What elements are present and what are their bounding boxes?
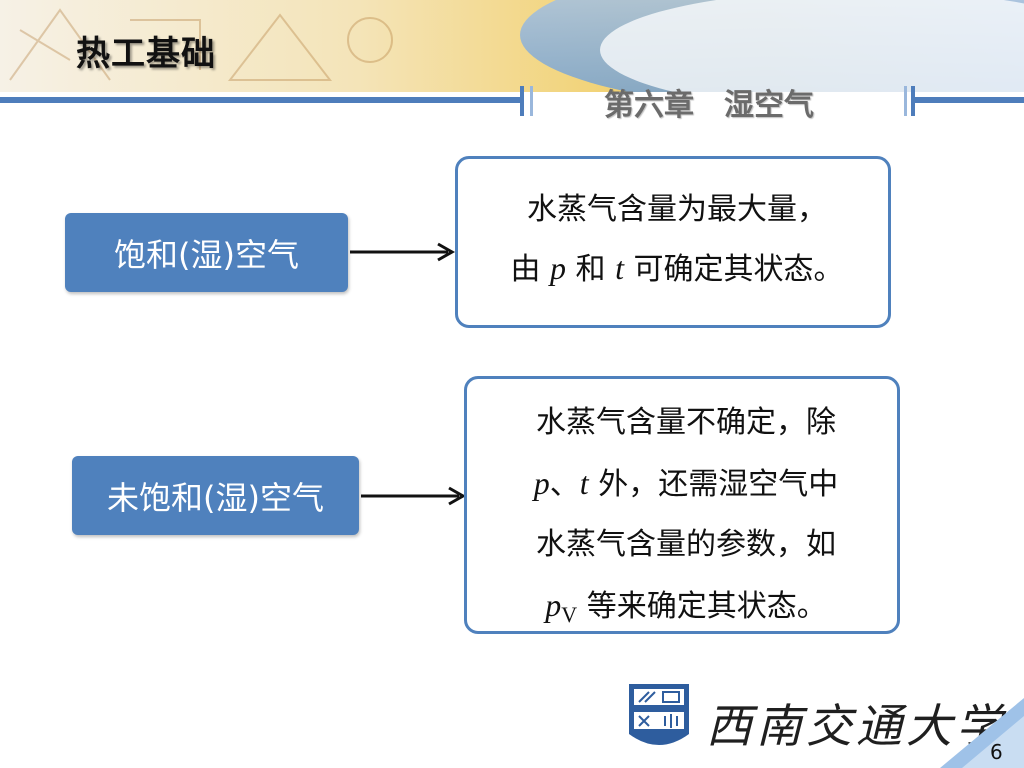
university-name: 西南交通大学 <box>706 699 1006 753</box>
variable-symbol: p <box>533 465 550 501</box>
unsaturated-air-label: 未饱和(湿)空气 <box>72 456 359 535</box>
header-banner <box>0 0 1024 92</box>
description-line: 水蒸气含量为最大量， <box>476 181 878 239</box>
rule-bracket <box>520 86 524 116</box>
chapter-title: 第六章 湿空气 <box>604 88 814 123</box>
description-line: 由 p 和 t 可确定其状态。 <box>476 239 878 299</box>
arrow-right-icon <box>361 486 467 506</box>
description-text: 可确定其状态。 <box>623 252 844 287</box>
description-text: 水蒸气含量为最大量， <box>527 192 827 227</box>
description-text: 水蒸气含量的参数，如 <box>536 527 836 562</box>
header-rule-left <box>0 97 524 103</box>
description-text: 由 <box>510 252 551 287</box>
header-rule-right <box>911 97 1024 103</box>
description-text: 等来确定其状态。 <box>577 589 827 624</box>
description-text: 水蒸气含量不确定，除 <box>536 405 836 440</box>
rule-bracket <box>904 86 907 116</box>
description-line: p、t 外，还需湿空气中 <box>485 453 887 515</box>
description-text: 外，还需湿空气中 <box>588 467 839 502</box>
arrow-right-icon <box>350 242 456 262</box>
description-text: 和 <box>566 252 616 287</box>
page-number: 6 <box>990 740 1003 764</box>
variable-symbol: p <box>550 250 567 286</box>
description-line: 水蒸气含量的参数，如 <box>485 515 887 575</box>
variable-symbol: t <box>615 250 624 286</box>
variable-symbol: p <box>545 587 562 623</box>
saturated-air-label: 饱和(湿)空气 <box>65 213 348 292</box>
description-text: 、 <box>549 467 580 502</box>
course-title: 热工基础 <box>76 34 216 74</box>
description-line: pV 等来确定其状态。 <box>485 575 887 645</box>
description-line: 水蒸气含量不确定，除 <box>485 393 887 453</box>
saturated-air-description: 水蒸气含量为最大量， 由 p 和 t 可确定其状态。 <box>455 156 891 328</box>
university-emblem-icon <box>629 684 689 745</box>
header-decoration <box>9 8 393 81</box>
variable-symbol: t <box>579 465 589 501</box>
variable-subscript: V <box>561 602 578 627</box>
rule-bracket <box>530 86 533 116</box>
corner-decoration <box>940 698 1024 768</box>
